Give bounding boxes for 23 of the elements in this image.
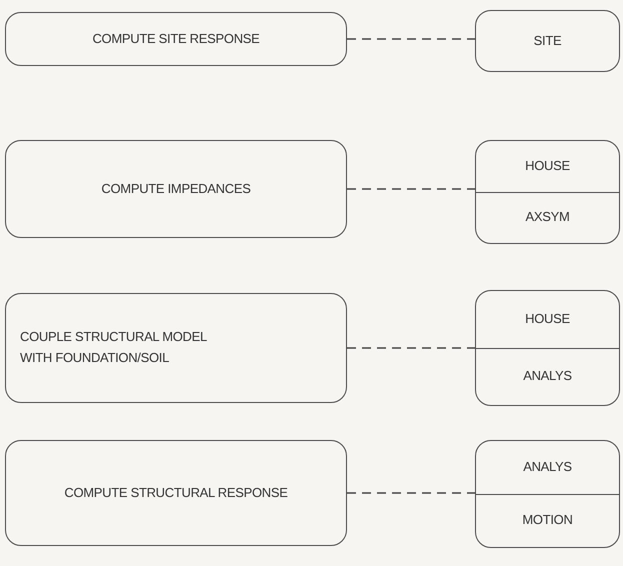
process-box (5, 440, 347, 546)
process-box (5, 12, 347, 66)
dashed-connector (347, 492, 475, 494)
module-box (475, 440, 620, 548)
module-name: HOUSE (524, 156, 571, 175)
step-label: COMPUTE IMPEDANCES (100, 180, 252, 198)
module-name: HOUSE (524, 310, 571, 328)
dashed-connector (347, 188, 475, 190)
module-box (475, 290, 620, 406)
process-box (5, 140, 347, 238)
process-box (475, 10, 620, 72)
module-name: MOTION (521, 511, 574, 530)
step-label: SITE (532, 32, 562, 50)
module-name: AXSYM (524, 208, 570, 226)
module-name: ANALYS (522, 367, 573, 386)
step-label: COMPUTE STRUCTURAL RESPONSE (63, 484, 289, 502)
dashed-connector (347, 38, 475, 40)
module-name: ANALYS (522, 458, 573, 476)
step-label: COUPLE STRUCTURAL MODEL WITH FOUNDATION/SOIL (19, 328, 208, 367)
dashed-connector (347, 347, 475, 349)
step-label: COMPUTE SITE RESPONSE (91, 30, 261, 48)
module-box (475, 140, 620, 244)
process-box (5, 293, 347, 403)
